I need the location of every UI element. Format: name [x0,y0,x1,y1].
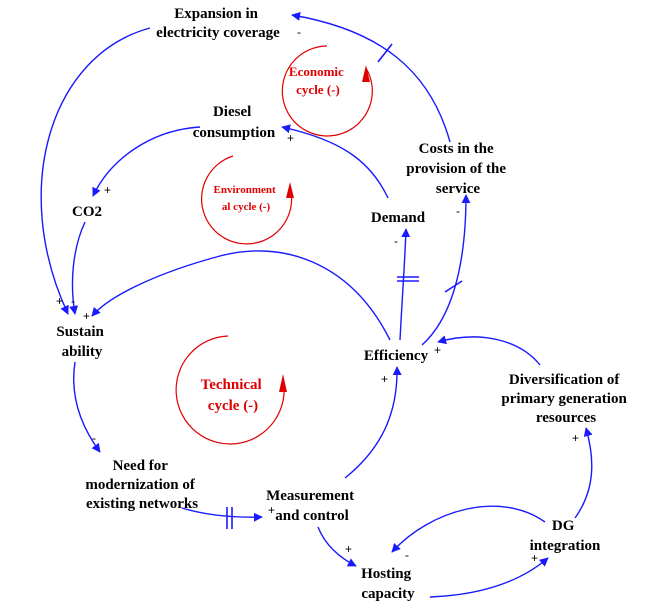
node-measurement-line1: Measurement [266,488,354,504]
link-expansion-to-sustainability [40,27,151,315]
technical-cycle-label-line2: cycle (-) [208,398,258,414]
technical-cycle-loop: Technical cycle (-) [175,335,287,445]
node-measurement-line2: and control [275,508,348,524]
sign-costs-minus: - [456,204,460,218]
node-diversification-line2: primary generation [501,391,627,407]
node-hosting-capacity: Hosting capacity [361,566,415,602]
sign-diversification-plus: + [572,431,579,445]
node-expansion-line2: electricity coverage [156,25,280,41]
environmental-cycle-label-line2: al cycle (-) [222,201,271,213]
node-need-line1: Need for [113,458,169,474]
sign-measurement-plus: + [268,503,275,517]
sign-efficiency-plus-bottom: + [381,372,388,386]
node-diversification-of-primary-generation-resources: Diversification of primary generation re… [501,372,630,426]
node-demand: Demand [371,210,426,226]
sign-sustainability-plus-left: + [56,294,63,308]
node-diversification-line3: resources [536,410,596,426]
sign-sustainability-plus-right: + [83,309,90,323]
node-need-line2: modernization of [85,477,196,493]
sign-demand-minus: - [394,234,398,248]
delay-mark-efficiency-costs [444,280,463,293]
link-efficiency-to-demand [399,228,411,341]
sign-dg-plus: + [531,551,538,565]
link-hosting-to-dg [429,557,549,598]
sign-expansion-minus: - [297,25,301,39]
technical-cycle-label-line1: Technical [201,377,262,393]
economic-cycle-label-line2: cycle (-) [296,82,340,97]
link-dg-to-diversification [574,427,593,519]
node-costs-line3: service [436,181,480,197]
node-co2: CO2 [72,204,102,220]
sign-hosting-plus: + [345,542,352,556]
svg-text:Environment al cycle (-): Environment al cycle (-) [214,184,279,213]
node-diesel-line2: consumption [193,125,276,141]
sign-co2-plus: + [104,183,111,197]
link-efficiency-to-costs [421,194,471,346]
node-costs-in-provision-of-service: Costs in the provision of the service [406,141,509,197]
node-diesel-line1: Diesel [213,104,251,120]
link-measurement-to-efficiency [344,366,402,479]
svg-text:Technical cycle (-): Technical cycle (-) [201,377,266,414]
svg-text:Economic cycle (-): Economic cycle (-) [289,64,347,97]
sign-diesel-plus: + [287,131,294,145]
economic-cycle-label-line1: Economic [289,64,344,79]
node-efficiency: Efficiency [364,348,429,364]
node-costs-line1: Costs in the [419,141,494,157]
environmental-cycle-label-line1: Environment [214,184,276,196]
sign-need-minus: - [92,431,96,445]
node-need-line3: existing networks [86,496,198,512]
delay-marks [226,43,463,529]
node-measurement-and-control: Measurement and control [266,488,358,524]
node-need-for-modernization: Need for modernization of existing netwo… [85,458,198,512]
link-need-to-measurement [181,507,263,522]
node-hosting-line1: Hosting [361,566,412,582]
link-diversification-to-efficiency [437,335,541,366]
environmental-cycle-loop: Environment al cycle (-) [201,155,294,245]
sign-hosting-minus: - [405,548,409,562]
link-efficiency-to-sustainability [91,250,391,341]
node-dg-line1: DG [552,518,575,534]
link-measurement-to-hosting [317,526,357,567]
polarity-signs: - + + - - + - + + + - + + + - + [56,25,579,565]
node-expansion-line1: Expansion in [174,6,258,22]
node-expansion-in-electricity-coverage: Expansion in electricity coverage [156,6,280,41]
link-dg-to-hosting [391,505,546,553]
link-costs-to-expansion [291,11,451,143]
node-dg-line2: integration [530,538,601,554]
node-dg-integration: DG integration [530,518,601,554]
node-hosting-line2: capacity [361,586,415,602]
link-diesel-to-co2 [92,126,201,197]
economic-cycle-loop: Economic cycle (-) [281,45,373,137]
node-diversification-line1: Diversification of [509,372,620,388]
node-diesel-consumption: Diesel consumption [193,104,276,141]
delay-mark-costs-expansion [377,43,393,63]
sign-efficiency-plus-right: + [434,343,441,357]
link-co2-to-sustainability [69,221,86,315]
node-sustainability: Sustain ability [56,324,107,360]
link-demand-to-diesel [281,124,389,199]
link-sustainability-to-need [73,361,101,453]
node-sustainability-line2: ability [62,344,103,360]
node-costs-line2: provision of the [406,161,506,177]
node-sustainability-line1: Sustain [56,324,104,340]
sign-sustainability-minus: - [71,294,75,308]
